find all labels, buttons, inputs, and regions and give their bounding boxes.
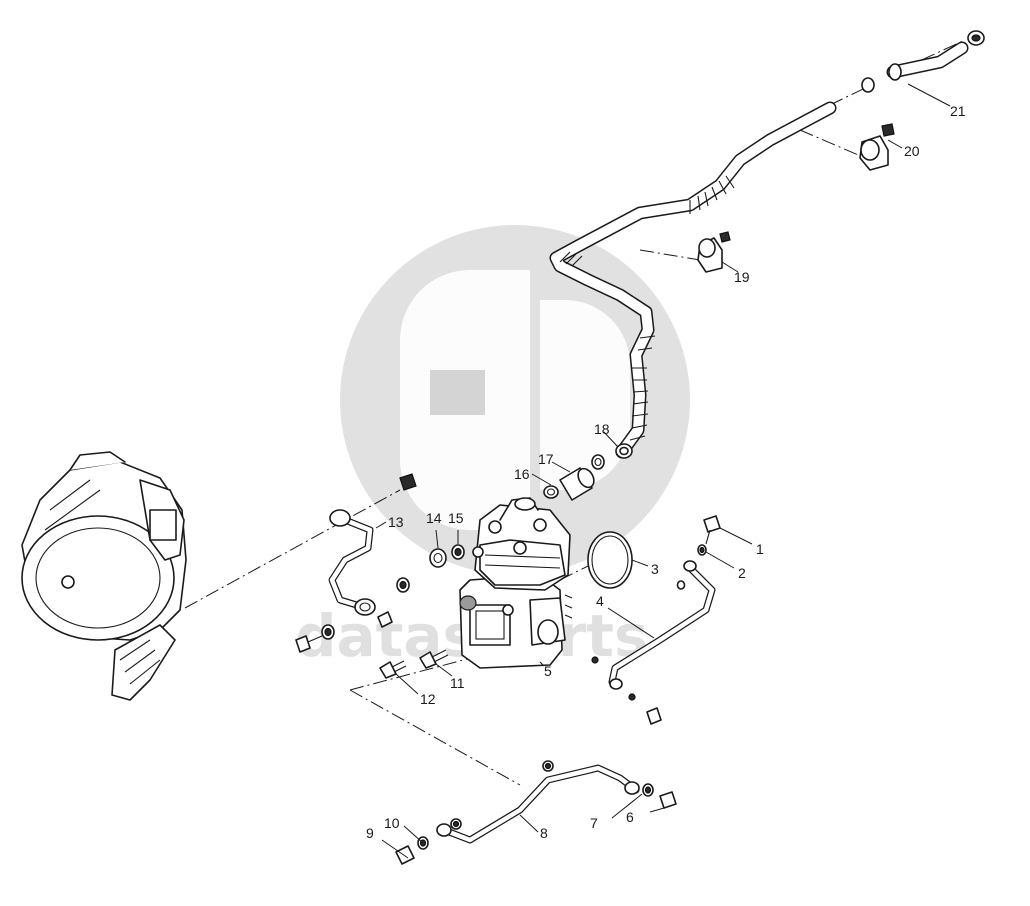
part-17-clamp (591, 454, 605, 470)
part-21-end (967, 30, 985, 46)
callout-16: 16 (514, 466, 530, 482)
callout-8: 8 (540, 825, 548, 841)
washer-13a (396, 577, 410, 593)
engine-housing (21, 451, 187, 701)
callout-2: 2 (738, 565, 746, 581)
part-4-pipe (608, 560, 716, 690)
part-21-clamp-a (861, 77, 875, 93)
callout-21: 21 (950, 103, 966, 119)
callout-14: 14 (426, 510, 442, 526)
part-1-bolt (703, 515, 721, 545)
callout-5: 5 (544, 663, 552, 679)
part-15-washer (451, 544, 465, 560)
part-21-hose-end (888, 63, 902, 81)
callout-7: 7 (590, 815, 598, 831)
callout-4: 4 (596, 593, 604, 609)
part-7-washer (642, 783, 654, 797)
part-17-sleeve (559, 467, 595, 501)
washer-4b (591, 656, 636, 701)
leader-lines (375, 83, 951, 859)
part-16-nut (543, 485, 559, 499)
callout-1: 1 (756, 541, 764, 557)
part-8-pipe (436, 760, 640, 844)
part-19-clip (697, 231, 731, 273)
part-9-bolt (395, 845, 415, 865)
air-intake-hose (549, 41, 969, 459)
part-2-washer (697, 544, 707, 556)
part-12-bolt (379, 660, 407, 679)
callout-13: 13 (388, 514, 404, 530)
callout-15: 15 (448, 510, 464, 526)
callout-19: 19 (734, 269, 750, 285)
callout-12: 12 (420, 691, 436, 707)
watermark-logo (340, 225, 690, 575)
callout-6: 6 (626, 809, 634, 825)
part-14-nut (429, 548, 447, 568)
callout-18: 18 (594, 421, 610, 437)
part-3-o-ring (587, 531, 633, 589)
part-5-air-compressor (459, 497, 573, 669)
callout-11: 11 (450, 675, 465, 691)
callout-9: 9 (366, 825, 374, 841)
callout-20: 20 (904, 143, 920, 159)
part-18-connector (615, 443, 633, 459)
callout-3: 3 (651, 561, 659, 577)
callout-17: 17 (538, 451, 554, 467)
part-20-clip (859, 123, 895, 171)
washer-4a (676, 580, 686, 590)
callout-10: 10 (384, 815, 400, 831)
washer-13b (321, 624, 335, 640)
bolt-4 (646, 707, 662, 725)
part-13-pipe (328, 473, 417, 616)
bolt-13 (295, 611, 393, 653)
callout-labels: 1 2 3 4 5 6 7 8 9 10 11 12 13 14 15 16 1… (366, 103, 966, 841)
part-6-bolt (659, 791, 677, 809)
